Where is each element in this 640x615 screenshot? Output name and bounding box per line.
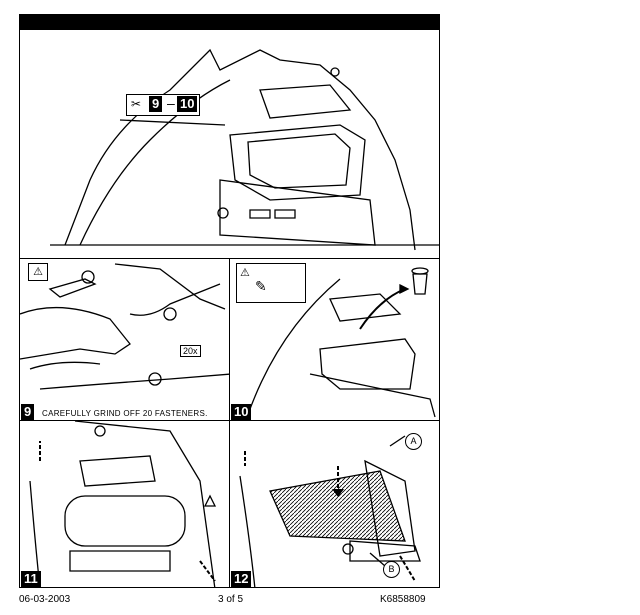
callout-dash: – — [167, 95, 175, 111]
label-b: B — [383, 561, 400, 578]
footer-date: 06-03-2003 — [19, 594, 71, 605]
grinding-illustration — [20, 263, 229, 390]
panel-10: ⚠ ✎ 10 — [229, 258, 440, 421]
footer-page: 3 of 5 — [218, 594, 244, 605]
label-a: A — [405, 433, 422, 450]
panel-9: ⚠ 20x 9 CAREFULLY GRIND OFF 20 FASTENERS… — [19, 258, 230, 421]
panel-9-caption: CAREFULLY GRIND OFF 20 FASTENERS. — [42, 409, 208, 418]
trunk-interior-drawing — [50, 48, 439, 251]
panel-9-number: 9 — [21, 404, 35, 420]
panel-12-number: 12 — [231, 571, 252, 587]
callout-box: ✂ 9 – 10 — [126, 94, 200, 116]
panel-removal-illustration — [249, 267, 436, 418]
callout-end: 10 — [177, 96, 198, 112]
header-bar — [19, 14, 440, 30]
callout-start: 9 — [149, 96, 163, 112]
warning-icon: ⚠ — [240, 267, 250, 279]
panel-11: 11 — [19, 420, 230, 588]
panel-10-number: 10 — [231, 404, 252, 420]
overview-illustration: ✂ 9 – 10 — [19, 30, 440, 260]
seal-area-illustration — [29, 421, 217, 587]
warning-tool-box: ⚠ ✎ — [236, 263, 306, 303]
footer-doc-id: K6858809 — [380, 594, 426, 605]
screwdriver-icon: ✎ — [255, 278, 267, 294]
quantity-label: 20x — [180, 345, 201, 357]
panel-install-illustration — [239, 435, 421, 587]
panel-11-number: 11 — [21, 571, 41, 587]
tool-icon: ✂ — [131, 97, 142, 111]
panel-12: A B 12 — [229, 420, 440, 588]
warning-icon: ⚠ — [28, 263, 48, 281]
